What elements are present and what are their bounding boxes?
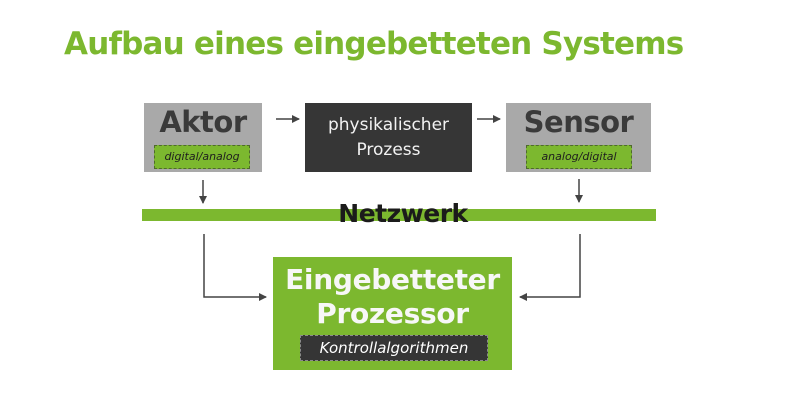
network-bar [142, 209, 656, 221]
diagram-title: Aufbau eines eingebetteten Systems [64, 26, 684, 62]
aktor-tag: digital/analog [154, 145, 250, 169]
sensor-node: Sensor analog/digital [506, 103, 651, 172]
aktor-node: Aktor digital/analog [144, 103, 262, 172]
embedded-processor-node: Eingebetteter Prozessor Kontrollalgorith… [273, 257, 512, 370]
network-label: Netzwerk [338, 199, 468, 228]
control-algorithms-tag: Kontrollalgorithmen [300, 335, 488, 361]
arrow-netzwerk-to-prozessor-left [203, 234, 267, 301]
sensor-tag: analog/digital [526, 145, 632, 169]
aktor-label: Aktor [159, 105, 247, 139]
process-label-line1: physikalischer [327, 115, 450, 135]
processor-label-line2: Prozessor [316, 297, 469, 330]
arrow-netzwerk-to-prozessor-right [519, 234, 581, 301]
process-label-line2: Prozess [356, 140, 421, 160]
sensor-label: Sensor [523, 105, 634, 139]
processor-label-line1: Eingebetteter [285, 263, 500, 296]
physical-process-node: physikalischer Prozess [305, 103, 472, 172]
